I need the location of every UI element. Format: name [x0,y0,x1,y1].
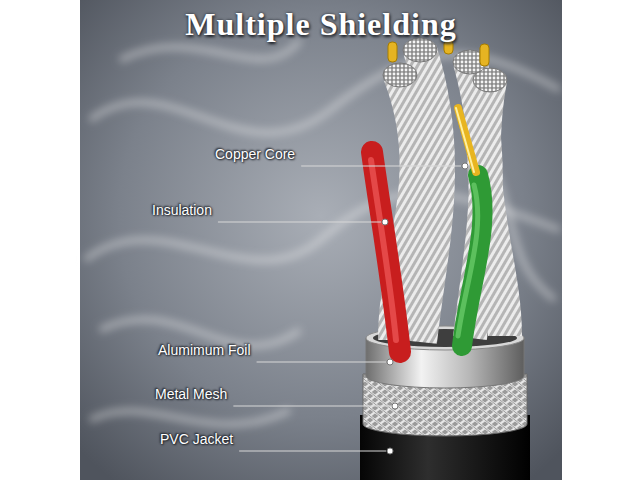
part-label: Metal Mesh [155,386,227,403]
leader-line [233,406,391,407]
insulated-wires [371,108,483,352]
title: Multiple Shielding [80,6,562,43]
part-label: Insulation [152,202,212,219]
leader-line [218,222,381,223]
leader-line [301,166,461,167]
part-label: Alumimum Foil [158,342,251,359]
leader-line [239,451,386,452]
part-label: Copper Core [215,146,295,163]
leader-dots [382,163,468,454]
leader-line [257,362,386,363]
background [80,0,562,480]
part-label: PVC Jacket [160,431,233,448]
leader-lines [218,166,461,451]
